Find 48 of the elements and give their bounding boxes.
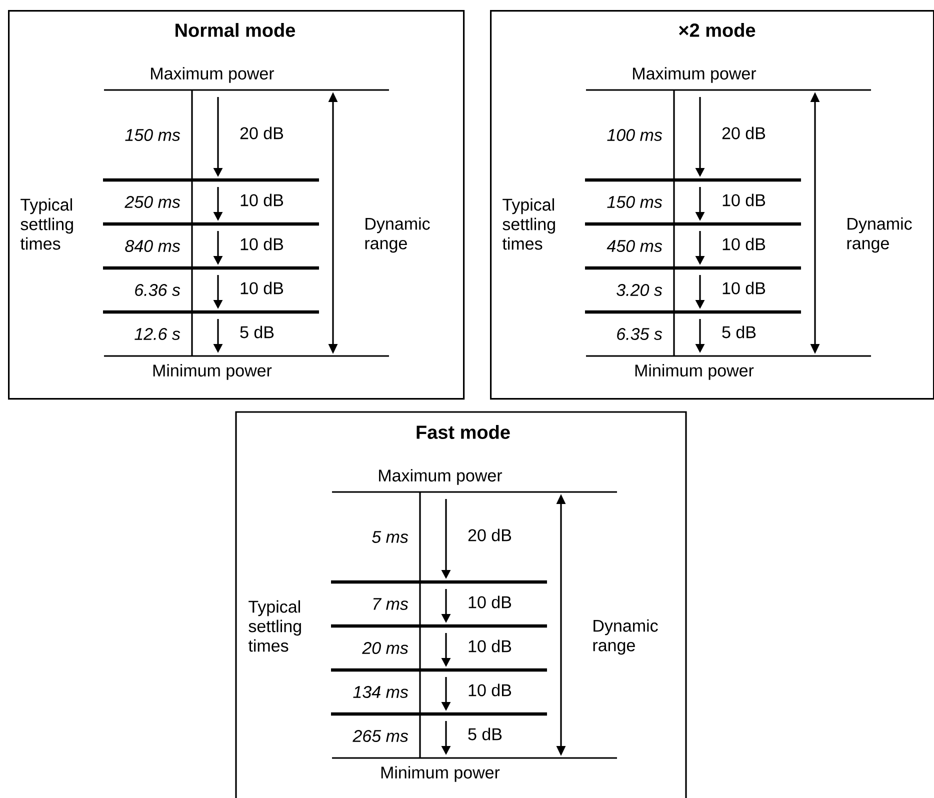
step-label: 5 dB	[240, 326, 274, 338]
panel-title: Fast mode	[416, 425, 510, 439]
time-label: 7 ms	[373, 598, 408, 610]
time-label: 12.6 s	[134, 328, 180, 340]
side-label: Typical settling times	[248, 600, 301, 652]
side-label: Dynamic range	[365, 217, 430, 253]
time-label: 100 ms	[607, 128, 662, 142]
step-label: 10 dB	[240, 238, 284, 250]
step-label: 5 dB	[468, 728, 502, 740]
panel-title: Normal mode	[176, 23, 296, 37]
side-label: Typical settling times	[502, 198, 555, 250]
step-label: 10 dB	[722, 194, 766, 206]
time-label: 6.36 s	[135, 284, 180, 296]
level-label: Minimum power	[153, 364, 272, 380]
time-label: 250 ms	[124, 196, 180, 208]
step-label: 5 dB	[722, 326, 756, 338]
level-label: Minimum power	[635, 364, 754, 380]
panel-frame	[235, 411, 687, 798]
step-label: 20 dB	[240, 126, 284, 140]
panel-title: ×2 mode	[679, 23, 756, 37]
step-label: 10 dB	[468, 684, 512, 696]
step-label: 10 dB	[240, 194, 284, 206]
step-label: 20 dB	[468, 528, 512, 542]
step-label: 20 dB	[722, 126, 766, 140]
time-label: 150 ms	[125, 128, 180, 142]
level-label: Maximum power	[151, 67, 274, 83]
time-label: 6.35 s	[617, 328, 662, 340]
step-label: 10 dB	[240, 282, 284, 294]
time-label: 3.20 s	[616, 284, 662, 296]
level-label: Minimum power	[381, 766, 500, 782]
level-label: Maximum power	[379, 469, 502, 485]
step-label: 10 dB	[468, 596, 512, 608]
time-label: 840 ms	[125, 240, 180, 252]
time-label: 150 ms	[607, 196, 662, 208]
panel-frame	[490, 10, 934, 400]
time-label: 265 ms	[352, 730, 408, 742]
time-label: 134 ms	[353, 686, 408, 698]
side-label: Dynamic range	[593, 619, 658, 655]
panel-frame	[8, 10, 465, 400]
side-label: Typical settling times	[20, 198, 73, 250]
time-label: 450 ms	[606, 240, 662, 252]
step-label: 10 dB	[468, 640, 512, 652]
step-label: 10 dB	[722, 282, 766, 294]
level-label: Maximum power	[633, 67, 756, 83]
time-label: 20 ms	[362, 642, 408, 654]
time-label: 5 ms	[372, 531, 408, 543]
side-label: Dynamic range	[847, 217, 912, 253]
step-label: 10 dB	[722, 238, 766, 250]
